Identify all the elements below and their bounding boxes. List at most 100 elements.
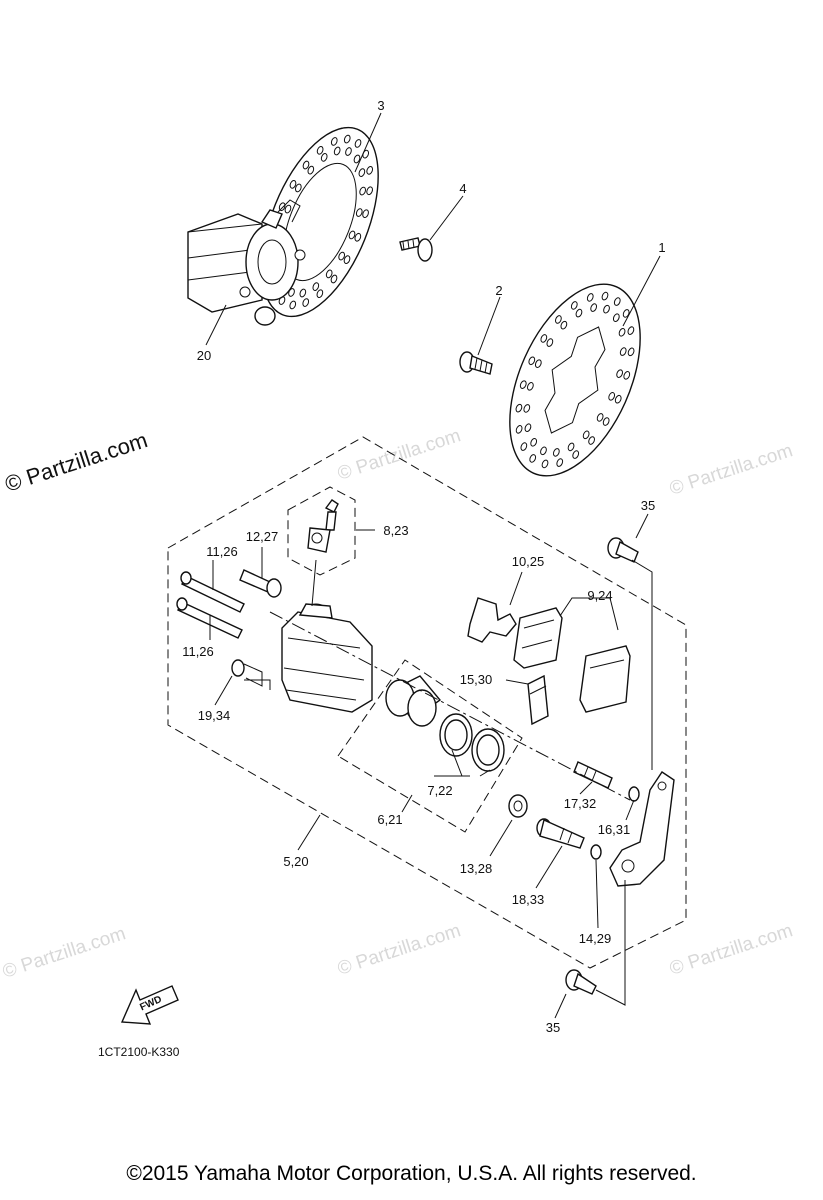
vent-hole (524, 423, 532, 432)
vent-hole (627, 347, 635, 357)
vent-hole (330, 274, 338, 284)
vent-hole (540, 446, 547, 456)
callout-9-24: 9,24 (587, 588, 612, 603)
vent-hole (289, 180, 297, 189)
vent-hole (289, 300, 297, 310)
vent-hole (515, 403, 523, 413)
vent-hole (608, 392, 616, 401)
partzilla-watermark: © Partzilla.com (2, 427, 151, 497)
vent-hole (567, 442, 575, 452)
vent-hole (519, 380, 527, 389)
callout-16-31: 16,31 (598, 822, 631, 837)
bolt-35-upper (607, 537, 639, 563)
pin-11-upper (180, 571, 245, 613)
vent-hole (316, 145, 324, 155)
vent-hole (623, 371, 631, 380)
vent-hole (366, 186, 373, 196)
callout-7-22: 7,22 (427, 783, 452, 798)
callout-8-23: 8,23 (383, 523, 408, 538)
vent-hole (529, 454, 537, 463)
vent-hole (560, 320, 568, 330)
watermark-text: © Partzilla.com (667, 920, 795, 980)
vent-hole (614, 394, 622, 404)
vent-hole (555, 315, 562, 324)
vent-hole (366, 166, 374, 175)
vent-hole (588, 436, 595, 445)
vent-hole (320, 153, 328, 162)
assembly-boundary (167, 436, 687, 969)
vent-hole (302, 298, 310, 307)
caliper-bracket (609, 771, 675, 887)
piston (385, 675, 442, 727)
vent-hole (307, 165, 315, 175)
watermark-text: © Partzilla.com (667, 440, 795, 500)
vent-hole (526, 382, 534, 391)
callout-3: 3 (377, 98, 384, 113)
vent-hole (515, 425, 523, 434)
watermark-text: © Partzilla.com (335, 425, 463, 485)
vent-hole (355, 208, 363, 217)
vent-hole (572, 450, 580, 459)
brake-disc-1 (509, 283, 641, 477)
callout-18-33: 18,33 (512, 892, 545, 907)
bolt-12 (239, 569, 282, 598)
callout-6-21: 6,21 (377, 812, 402, 827)
vent-hole (582, 430, 590, 440)
callout-13-28: 13,28 (460, 861, 493, 876)
callout-35-lower: 35 (546, 1020, 560, 1035)
callout-11-26-lower: 11,26 (182, 644, 214, 659)
pin-18 (536, 818, 585, 849)
watermark-text: © Partzilla.com (0, 923, 128, 983)
parts-diagram: © Partzilla.com © Partzilla.com © Partzi… (0, 98, 795, 1059)
vent-hole (612, 313, 620, 322)
callout-15-30: 15,30 (460, 672, 493, 687)
callout-14-29: 14,29 (579, 931, 612, 946)
vent-hole (343, 134, 351, 144)
watermark-text: © Partzilla.com (335, 920, 463, 980)
vent-hole (613, 297, 621, 306)
vent-hole (343, 255, 351, 264)
vent-hole (284, 204, 292, 214)
vent-hole (299, 288, 307, 298)
vent-hole (312, 282, 320, 291)
callout-4: 4 (459, 181, 466, 196)
vent-hole (330, 137, 338, 146)
washer-14 (590, 844, 602, 860)
vent-hole (520, 442, 528, 451)
leader-lines (205, 112, 661, 1019)
caliper-assembly-upper (187, 199, 306, 326)
pad-spring (467, 597, 517, 643)
vent-hole (348, 230, 356, 240)
callout-5-20: 5,20 (283, 854, 308, 869)
diagram-code: 1CT2100-K330 (98, 1045, 180, 1059)
vent-hole (603, 304, 610, 314)
vent-hole (354, 232, 362, 242)
vent-hole (302, 160, 310, 170)
vent-hole (619, 347, 627, 356)
vent-hole (618, 328, 626, 337)
bolt-2 (459, 351, 493, 375)
callout-20: 20 (197, 348, 211, 363)
vent-hole (601, 291, 609, 301)
vent-hole (354, 139, 362, 148)
vent-hole (362, 209, 369, 219)
vent-hole (596, 413, 604, 422)
brake-pad-left (513, 607, 563, 669)
callout-labels: 3 4 1 2 20 12,27 8,23 11,26 11,26 19,34 … (182, 98, 665, 1035)
vent-hole (570, 301, 578, 310)
bushing-13 (508, 794, 528, 818)
vent-hole (541, 459, 549, 469)
bolt-4 (399, 237, 433, 262)
copyright-notice: ©2015 Yamaha Motor Corporation, U.S.A. A… (126, 1162, 697, 1185)
vent-hole (528, 356, 536, 366)
washer-16 (628, 786, 640, 802)
callout-10-25: 10,25 (512, 554, 545, 569)
vent-hole (333, 146, 341, 156)
vent-hole (575, 308, 583, 318)
forward-arrow-icon: FWD (120, 985, 179, 1025)
seal-ring-1 (439, 713, 473, 757)
centerline (269, 611, 631, 801)
vent-hole (345, 147, 352, 156)
callout-19-34: 19,34 (198, 708, 231, 723)
vent-hole (590, 303, 598, 312)
